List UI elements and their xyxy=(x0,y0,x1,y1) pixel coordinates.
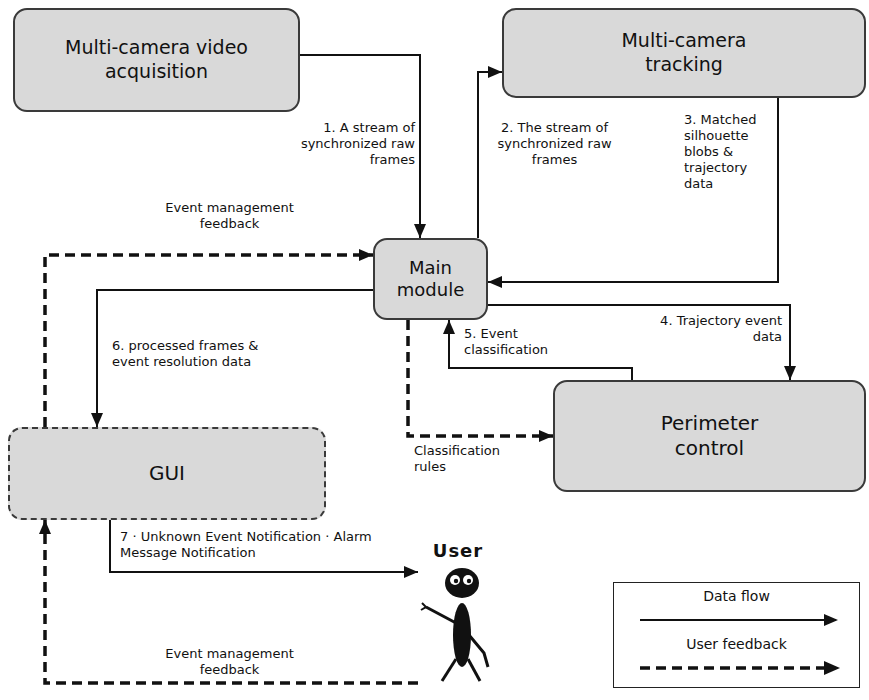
actor-name: User xyxy=(433,540,483,563)
eye xyxy=(463,575,473,585)
box-title: GUI xyxy=(149,461,185,486)
pupil xyxy=(454,578,458,582)
legend-text: User feedback xyxy=(614,635,859,653)
body xyxy=(453,603,471,667)
process-box: Main module xyxy=(373,238,488,320)
data-flow-arrow xyxy=(97,290,373,427)
gui-box: GUI xyxy=(8,427,326,520)
edge-label: 7 · Unknown Event Notification · Alarm M… xyxy=(118,529,377,561)
hand xyxy=(421,603,426,610)
edge-label: Classification rules xyxy=(412,443,534,475)
leg xyxy=(468,659,480,681)
legend-text: Data flow xyxy=(614,587,859,605)
user-figure: User xyxy=(418,540,498,690)
arrow-head xyxy=(824,614,838,626)
process-box: Perimeter control xyxy=(553,380,866,492)
process-box: Multi-camera video acquisition xyxy=(13,8,300,112)
pupil xyxy=(467,578,471,582)
user-feedback-sample xyxy=(640,666,832,670)
box-title: Multi-camera video acquisition xyxy=(32,36,282,84)
edge-label: 4. Trajectory event data xyxy=(652,313,784,345)
data-flow-arrow xyxy=(449,320,632,380)
process-box: Multi-camera tracking xyxy=(502,8,866,98)
feedback-arrow xyxy=(45,255,373,427)
data-flow-sample xyxy=(640,619,836,621)
edge-label: Event management feedback xyxy=(140,200,319,232)
edge-label: 1. A stream of synchronized raw frames xyxy=(298,120,417,168)
data-flow-arrow xyxy=(110,520,418,572)
arrow-head xyxy=(824,661,840,675)
data-flow-arrow xyxy=(488,98,778,282)
edge-label: 6. processed frames & event resolution d… xyxy=(110,338,296,370)
box-title: Main module xyxy=(378,257,483,302)
box-title: Multi-camera tracking xyxy=(589,29,779,77)
edge-label: Event management feedback xyxy=(140,646,319,678)
head xyxy=(445,568,479,598)
edge-label: 2. The stream of synchronized raw frames xyxy=(490,120,619,168)
feedback-arrow xyxy=(45,520,418,683)
edge-label: 5. Event classification xyxy=(462,326,586,358)
eye xyxy=(450,575,460,585)
stick-figure xyxy=(418,563,498,685)
legend-box: Data flowUser feedback xyxy=(613,582,860,688)
edge-label: 3. Matched silhouette blobs & trajectory… xyxy=(682,112,776,192)
box-title: Perimeter control xyxy=(635,411,785,461)
leg xyxy=(442,659,456,681)
arm xyxy=(426,607,456,623)
